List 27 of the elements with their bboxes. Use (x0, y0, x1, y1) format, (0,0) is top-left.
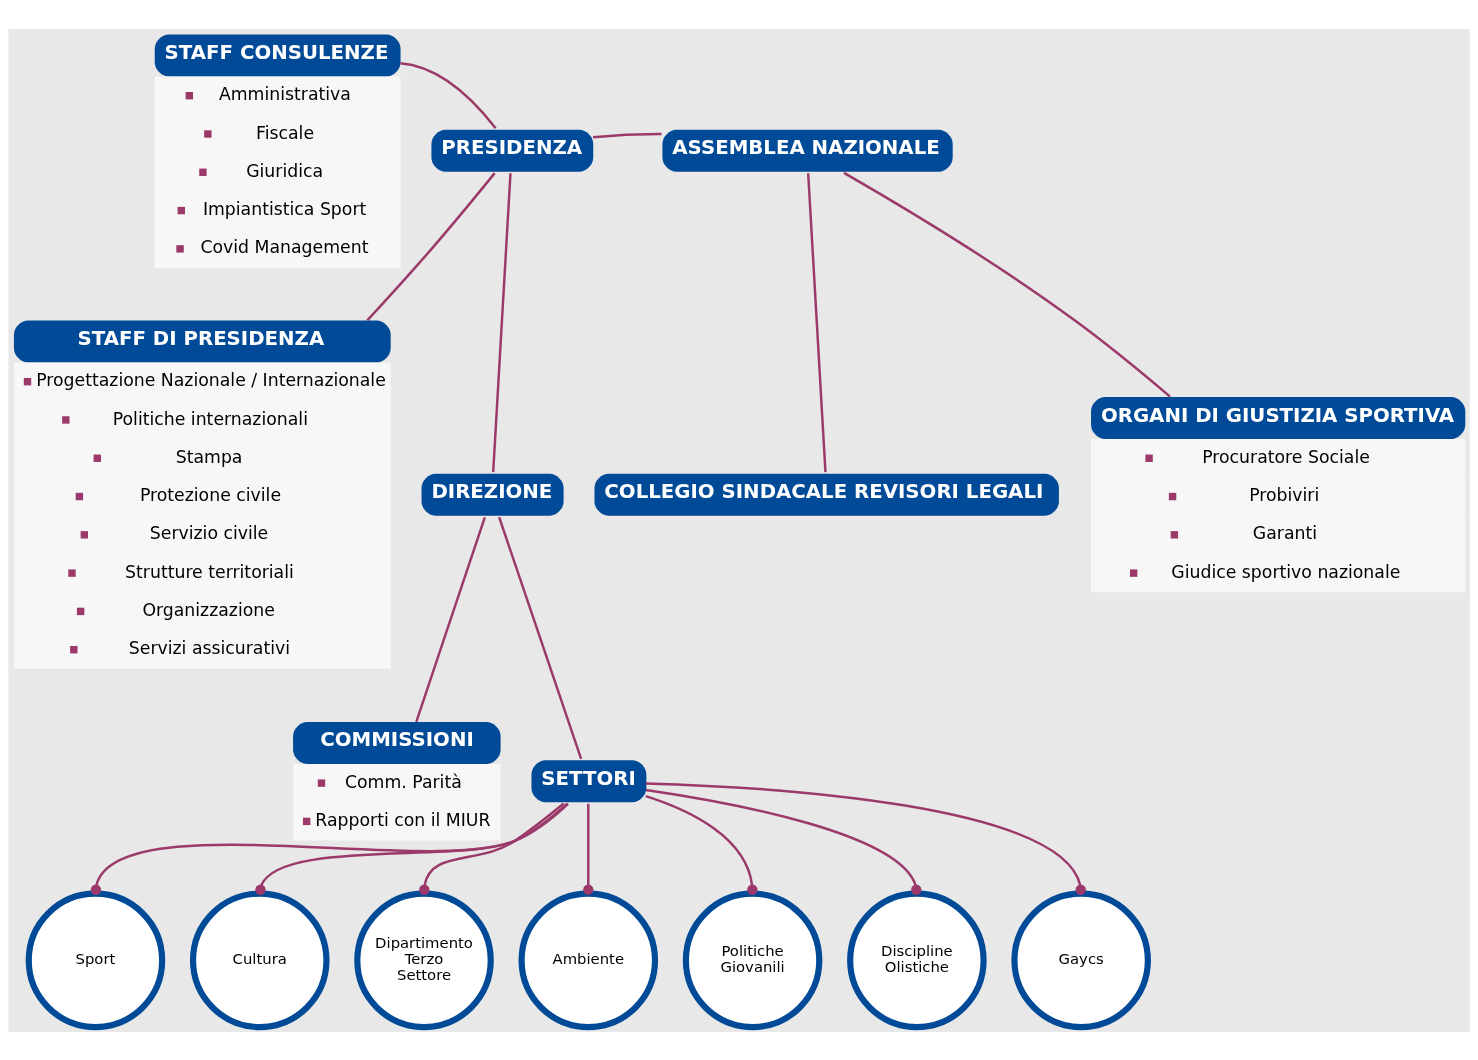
node-circle: Politiche Giovanili (682, 890, 823, 1030)
connector (255, 802, 568, 895)
node-circle: Ambiente (518, 890, 659, 1030)
connector (400, 61, 497, 129)
connector (419, 802, 565, 895)
node-box: DIREZIONE (421, 473, 564, 516)
node-box: ASSEMBLEA NAZIONALE (662, 129, 953, 172)
node-box: PRESIDENZA (431, 129, 594, 172)
node-box: SETTORI (531, 759, 647, 802)
connector (645, 788, 922, 895)
connector (498, 516, 583, 759)
connector (491, 172, 512, 472)
node-box: COLLEGIO SINDACALE REVISORI LEGALI (594, 473, 1059, 516)
node-circle: Sport (25, 890, 166, 1030)
connector (90, 802, 569, 895)
connector (843, 171, 1171, 398)
connector (645, 794, 758, 895)
node-circle: Gaycs (1011, 890, 1151, 1030)
connector (645, 781, 1086, 895)
connector (415, 516, 486, 722)
connector (592, 132, 662, 139)
node-circle: Discipline Olistiche (847, 890, 987, 1030)
connector (366, 171, 496, 321)
connector (806, 172, 827, 472)
node-circle: Cultura (189, 890, 330, 1030)
node-circle: Dipartimento Terzo Settore (354, 890, 494, 1030)
connector (583, 803, 594, 895)
